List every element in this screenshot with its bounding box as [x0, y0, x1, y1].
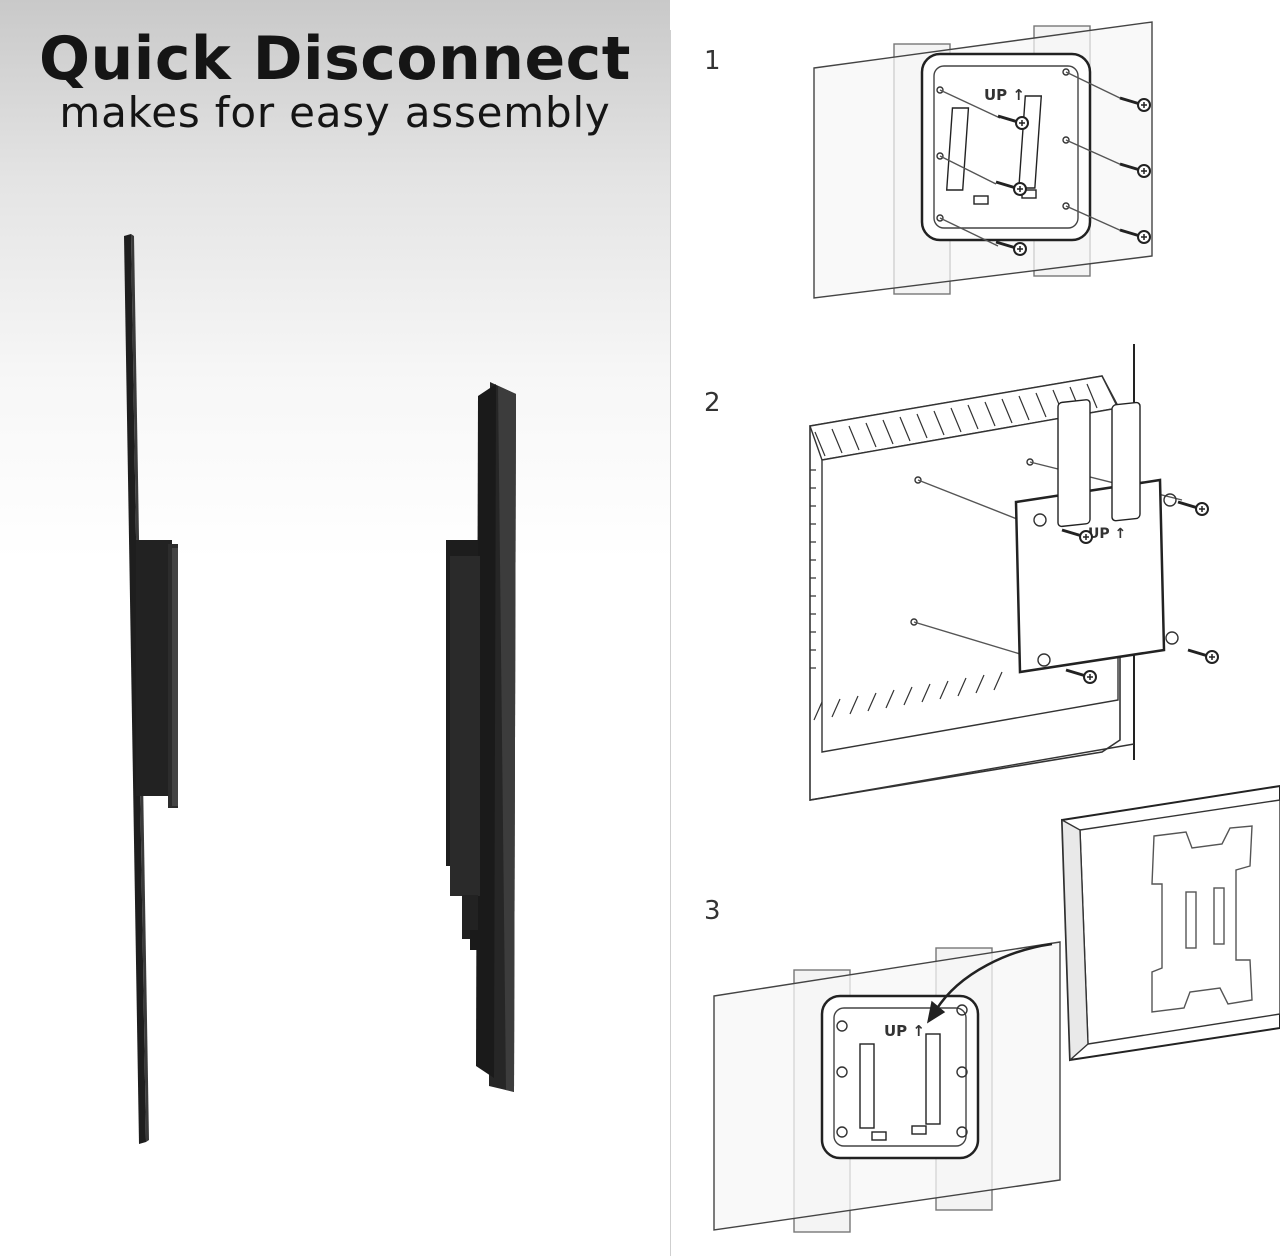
step-2-diagram [809, 344, 1183, 801]
step-2-number: 2 [704, 388, 721, 418]
photo-panel [0, 0, 670, 1256]
headline-title: Quick Disconnect [39, 24, 631, 94]
step-1-up-label: UP ↑ [984, 86, 1025, 104]
mount-side-view-right [446, 382, 516, 1092]
panel-divider [670, 30, 671, 1256]
headline: Quick Disconnect makes for easy assembly [20, 24, 650, 138]
step-3-number: 3 [704, 896, 721, 926]
headline-subtitle: makes for easy assembly [59, 88, 611, 137]
step-1-number: 1 [704, 46, 721, 76]
step-3-up-label: UP ↑ [884, 1022, 925, 1040]
mount-side-view-left [124, 234, 178, 1144]
step-1-diagram [813, 21, 1153, 299]
product-photos [124, 234, 516, 1144]
step-3-diagram [713, 784, 1280, 1233]
step-2-up-label: UP ↑ [1088, 526, 1126, 542]
